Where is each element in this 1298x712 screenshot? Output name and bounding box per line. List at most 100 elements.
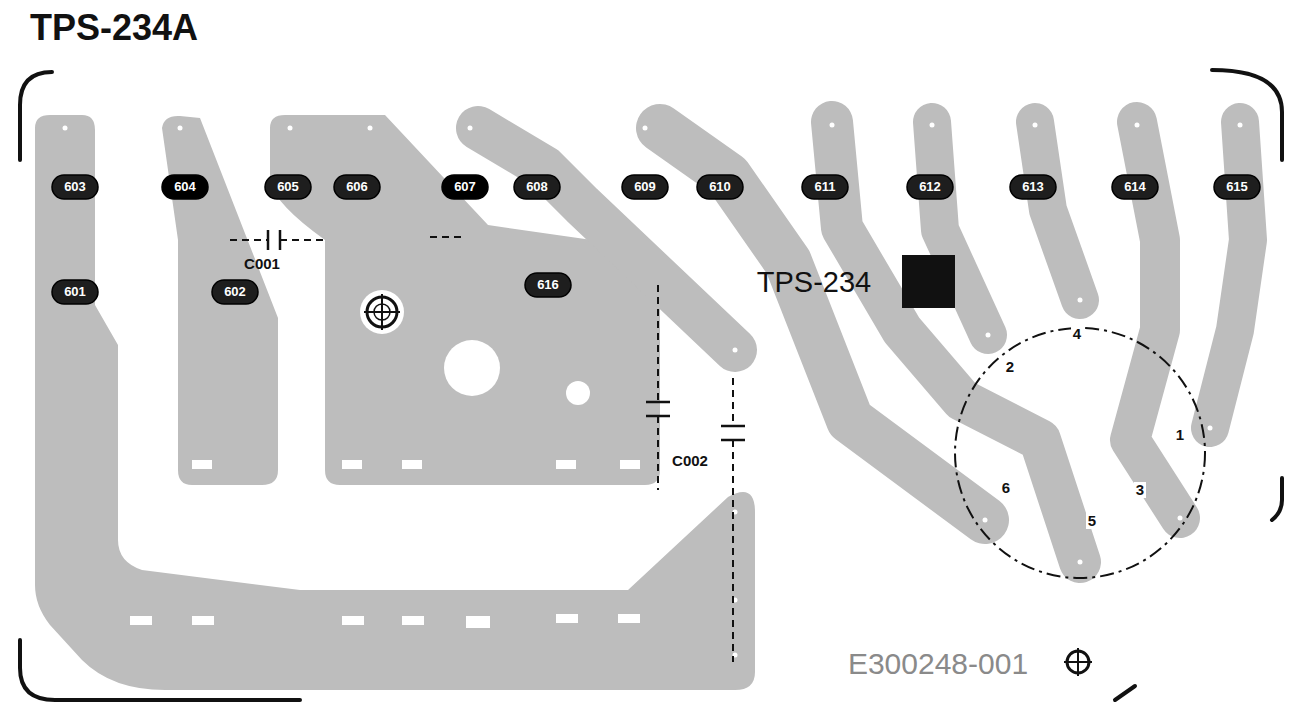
ground-trace: [35, 115, 755, 690]
pin-number: 5: [1086, 513, 1098, 530]
pad: 609: [621, 174, 669, 200]
registration-target: [360, 290, 404, 334]
part-name: C002: [670, 453, 710, 470]
copper-trace: [660, 128, 985, 520]
drill: [1238, 123, 1243, 128]
pad-number: 601: [64, 285, 86, 299]
pad-shape: [514, 175, 560, 199]
slot: [342, 616, 364, 625]
board-title: TPS-234A: [30, 8, 198, 48]
drill: [1033, 123, 1038, 128]
pad-number: 613: [1022, 180, 1044, 194]
pad-number: 615: [1226, 180, 1248, 194]
pin-number: 1: [1174, 427, 1186, 444]
drill: [368, 126, 373, 131]
pad-shape: [265, 175, 311, 199]
drill: [643, 126, 648, 131]
drill: [538, 126, 543, 131]
pad-shape: [52, 175, 98, 199]
pad-shape: [697, 175, 743, 199]
part-name: C001: [242, 256, 282, 273]
drill: [1135, 123, 1140, 128]
slot: [466, 616, 490, 628]
pad-shape: [907, 175, 953, 199]
copper-trace: [1210, 122, 1248, 428]
slot: [620, 460, 640, 469]
drill: [178, 126, 183, 131]
pad-shape: [1214, 175, 1260, 199]
pad: 615: [1213, 174, 1261, 200]
pad: 616: [524, 272, 572, 298]
drill: [1078, 298, 1083, 303]
board-corner: [1272, 478, 1282, 520]
drill: [1178, 516, 1183, 521]
slot: [402, 616, 424, 625]
pad: 613: [1009, 174, 1057, 200]
board-corner: [1115, 686, 1135, 700]
slot: [618, 614, 640, 623]
pad: 608: [513, 174, 561, 200]
drill: [830, 123, 835, 128]
drawing-number: E300248-001: [846, 647, 1030, 680]
pad-shape: [802, 175, 848, 199]
pad-number: 612: [919, 180, 941, 194]
registration-target: [1064, 648, 1092, 676]
pad: 602: [211, 279, 259, 305]
drill: [1208, 426, 1213, 431]
pad: 610: [696, 174, 744, 200]
capacitor-lead: [657, 285, 659, 490]
drill: [468, 126, 473, 131]
pad-shape: [334, 175, 380, 199]
pad-shape: [442, 175, 488, 199]
pad-number: 606: [346, 180, 368, 194]
pad-number: 611: [815, 180, 836, 194]
pad-shape: [212, 280, 258, 304]
pad: 603: [51, 174, 99, 200]
pad-number: 609: [634, 180, 656, 194]
pad-number: 610: [709, 180, 731, 194]
capacitor-lead: [732, 378, 734, 662]
component-outline: [955, 328, 1205, 578]
slot: [342, 460, 362, 469]
drill: [1078, 560, 1083, 565]
drill: [718, 126, 723, 131]
mounting-hole: [566, 381, 590, 405]
target-ground: [360, 290, 404, 334]
pad: 607: [441, 174, 489, 200]
marker-square: [902, 255, 955, 308]
pad-shape: [622, 175, 668, 199]
slot: [556, 460, 576, 469]
drill: [930, 123, 935, 128]
pad-shape: [1112, 175, 1158, 199]
pin-number: 6: [1000, 480, 1012, 497]
mounting-hole: [444, 340, 500, 396]
pad: 612: [906, 174, 954, 200]
capacitor-symbol: [268, 230, 280, 250]
pin-number: 2: [1004, 359, 1016, 376]
pad-shape: [162, 175, 208, 199]
drill: [288, 126, 293, 131]
slot: [556, 614, 578, 623]
pad-shape: [52, 280, 98, 304]
pad-number: 616: [537, 278, 559, 292]
pad-shape: [525, 273, 571, 297]
drill: [983, 518, 988, 523]
drill-marks: [63, 123, 1243, 658]
slot: [192, 616, 214, 625]
copper-area: [270, 115, 660, 485]
slot: [130, 616, 152, 625]
pin-number: 3: [1134, 482, 1146, 499]
copper-trace: [162, 116, 278, 485]
pad-number: 608: [526, 180, 548, 194]
pad: 601: [51, 279, 99, 305]
slot: [192, 460, 212, 469]
pad-number: 607: [454, 180, 476, 194]
copper-trace: [832, 122, 1080, 562]
part-name: TPS-234: [755, 267, 873, 299]
pad-number: 604: [174, 180, 196, 194]
drill: [986, 333, 991, 338]
pin-number: 4: [1071, 326, 1083, 343]
copper-trace: [1035, 122, 1080, 300]
pad-number: 614: [1124, 180, 1146, 194]
